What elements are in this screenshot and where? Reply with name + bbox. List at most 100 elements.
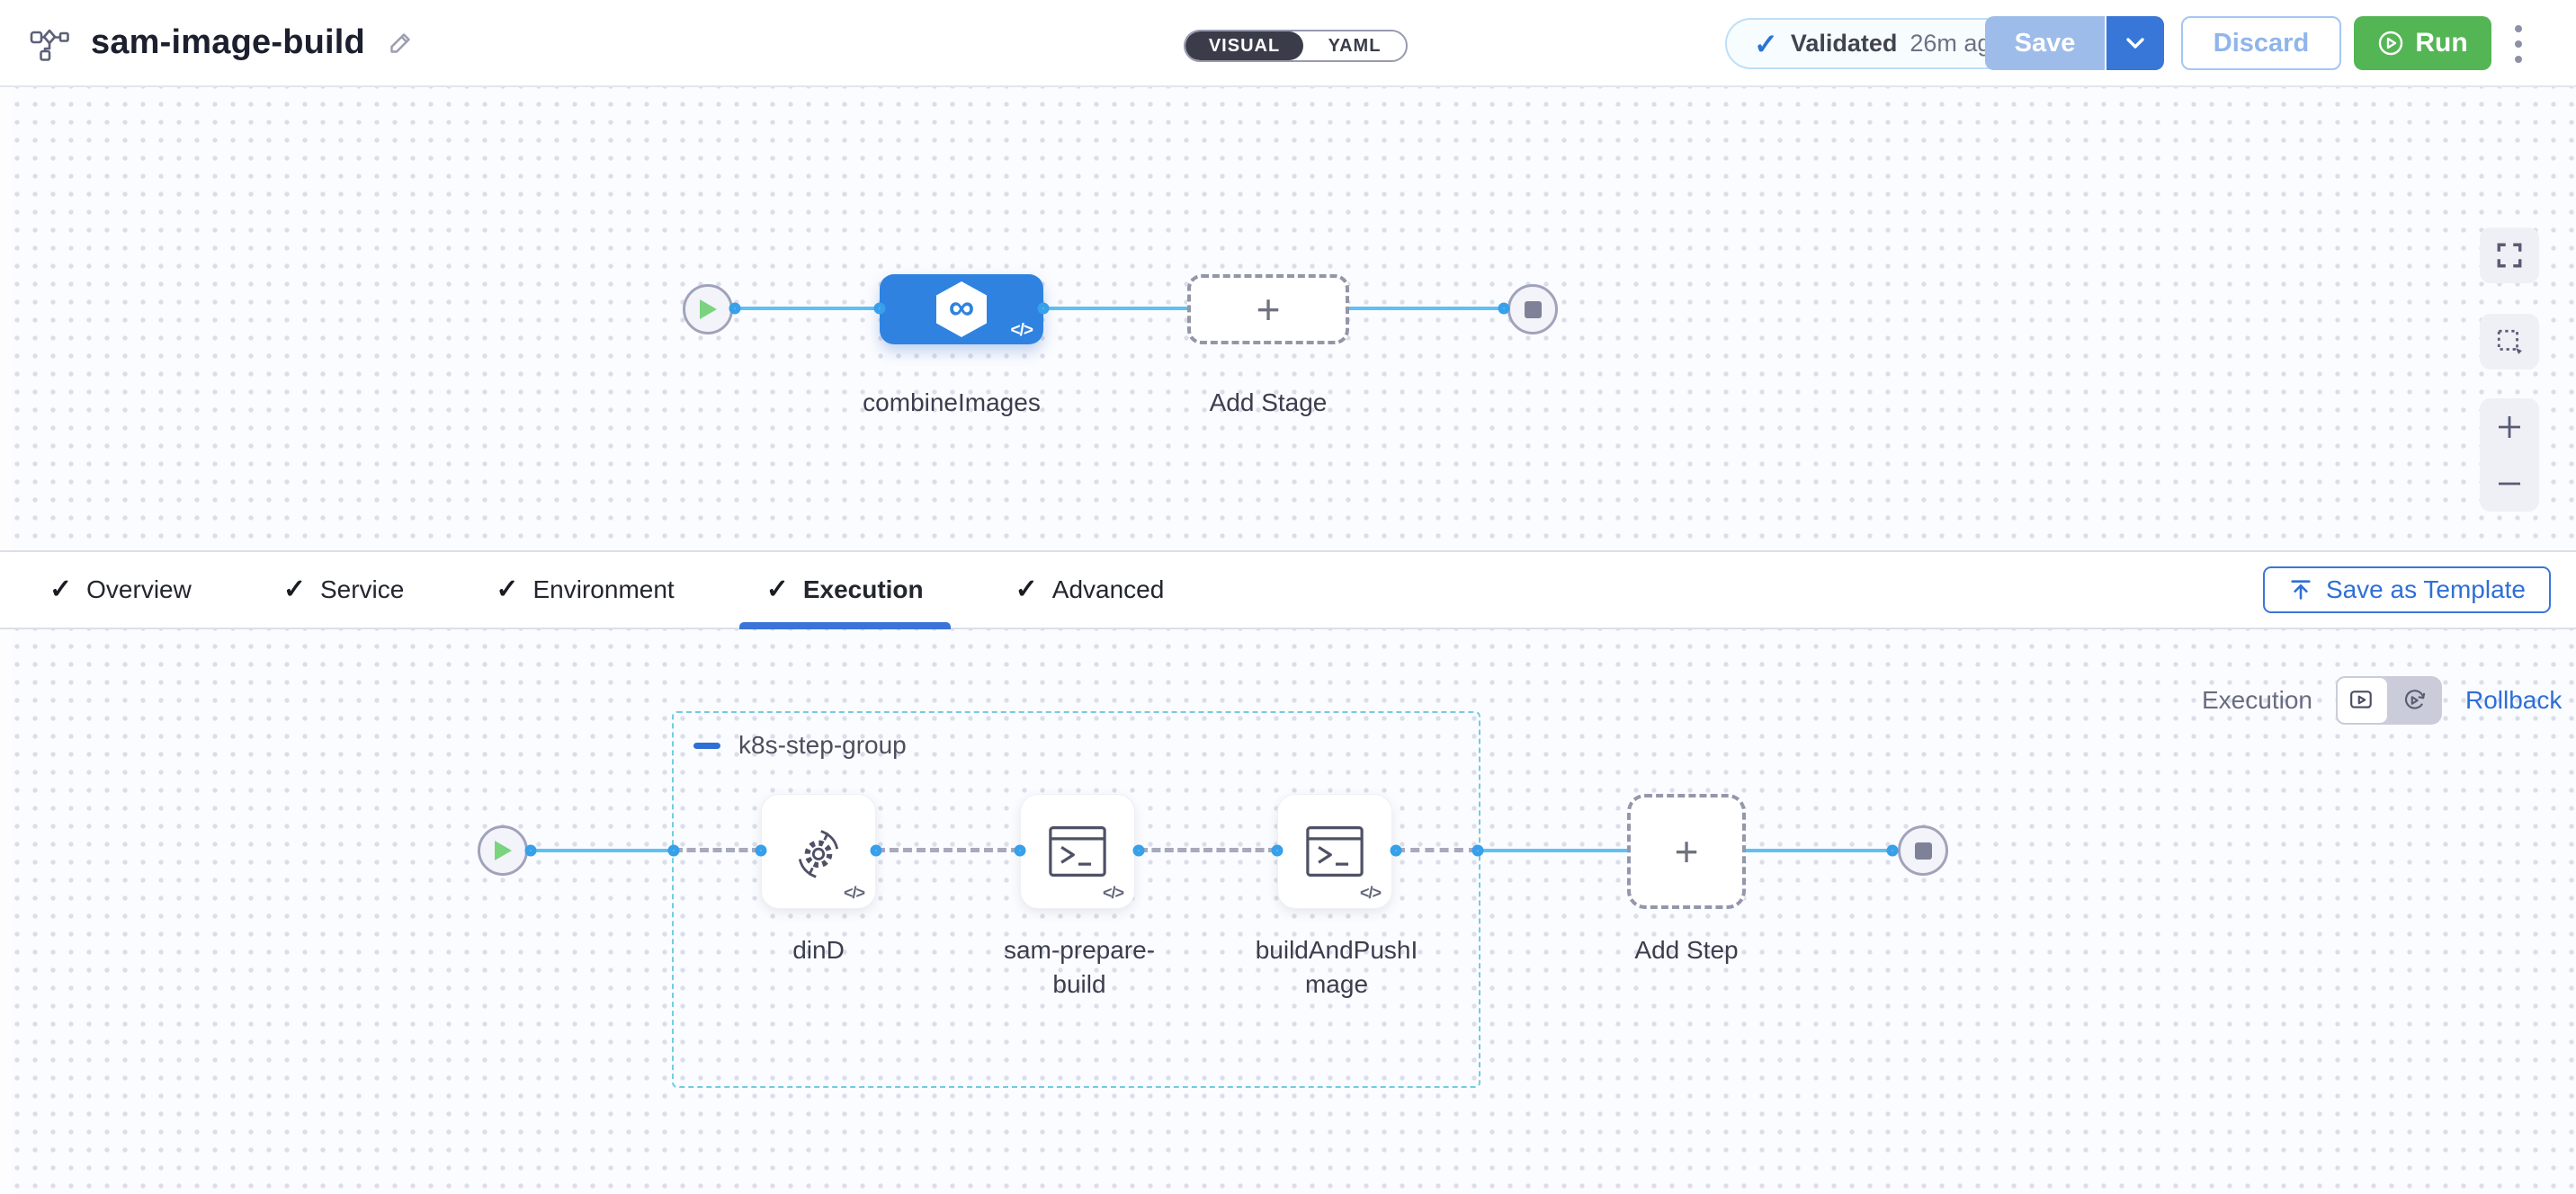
check-icon: ✓: [765, 575, 789, 604]
edit-title-button[interactable]: [387, 30, 414, 57]
play-icon: [495, 841, 512, 860]
stage-canvas[interactable]: ∞ </> + combineImages Add Stage: [0, 87, 2576, 550]
connector-port: [1132, 844, 1145, 857]
save-options-button[interactable]: [2105, 16, 2164, 70]
add-stage-label: Add Stage: [1209, 388, 1328, 416]
step-node-sam-prepare-build[interactable]: </>: [1020, 794, 1135, 909]
pipeline-start-node: [683, 284, 733, 334]
connector-port: [729, 302, 741, 315]
execution-canvas[interactable]: Execution Rollback: [0, 629, 2576, 1194]
stage-label: combineImages: [863, 388, 1041, 416]
execution-start-node: [478, 825, 528, 876]
add-step-label: Add Step: [1634, 936, 1739, 964]
exec-wire-dashed: [876, 848, 1020, 852]
chevron-down-icon: [2125, 37, 2145, 49]
canvas-edge: [0, 87, 12, 550]
tab-advanced[interactable]: ✓ Advanced: [988, 552, 1192, 628]
stage-tabs: ✓ Overview ✓ Service ✓ Environment ✓ Exe…: [0, 550, 2576, 629]
execution-end-node: [1898, 825, 1948, 876]
connector-port: [1390, 844, 1402, 857]
rollback-mode-button[interactable]: [2389, 676, 2442, 725]
save-as-template-button[interactable]: Save as Template: [2262, 566, 2551, 613]
tab-service[interactable]: ✓ Service: [256, 552, 432, 628]
add-step-button[interactable]: +: [1627, 794, 1746, 909]
connector-port: [873, 302, 886, 315]
step-label: buildAndPushImage: [1255, 936, 1418, 998]
custom-stage-icon: ∞: [936, 281, 987, 337]
connector-port: [1014, 844, 1026, 857]
canvas-edge: [0, 629, 12, 1194]
add-stage-button[interactable]: +: [1187, 274, 1349, 344]
save-button[interactable]: Save: [1985, 16, 2105, 70]
exec-wire-dashed: [1396, 848, 1478, 852]
connector-port: [524, 844, 537, 857]
multi-select-button[interactable]: [2480, 314, 2539, 370]
execution-rollback-toggle: [2335, 676, 2442, 725]
execution-mode-button[interactable]: [2335, 676, 2389, 725]
connector-port: [755, 844, 767, 857]
save-split-button: Save: [1985, 16, 2164, 70]
pipeline-icon: [30, 25, 69, 61]
execution-steps-icon: [2350, 691, 2373, 708]
discard-button[interactable]: Discard: [2181, 16, 2341, 70]
tab-environment[interactable]: ✓ Environment: [469, 552, 701, 628]
execution-mode-label: Execution: [2202, 686, 2312, 714]
connector-port: [1886, 844, 1899, 857]
pipeline-end-node: [1507, 284, 1558, 334]
step-node-dind[interactable]: </>: [761, 794, 876, 909]
check-icon: ✓: [49, 575, 73, 604]
validation-label: Validated: [1790, 30, 1898, 57]
step-node-buildandpushimage[interactable]: </>: [1277, 794, 1392, 909]
toggle-yaml[interactable]: YAML: [1303, 31, 1406, 60]
connector-port: [870, 844, 882, 857]
zoom-out-icon: [2499, 482, 2520, 485]
toggle-visual[interactable]: VISUAL: [1185, 31, 1304, 60]
exec-wire-dashed: [674, 848, 761, 852]
more-options-button[interactable]: [2506, 23, 2531, 65]
terminal-icon: [1306, 826, 1364, 877]
terminal-icon: [1049, 826, 1106, 877]
fullscreen-button[interactable]: [2480, 227, 2539, 283]
tab-overview[interactable]: ✓ Overview: [22, 552, 219, 628]
step-group-box[interactable]: [672, 711, 1480, 1088]
collapse-group-icon[interactable]: [693, 742, 720, 749]
docker-dind-icon: [798, 830, 839, 878]
step-group-name: k8s-step-group: [738, 731, 907, 759]
page-title: sam-image-build: [91, 23, 365, 61]
code-badge-icon: </>: [1010, 321, 1034, 340]
connector-port: [1498, 302, 1510, 315]
zoom-out-button[interactable]: [2480, 455, 2539, 512]
visual-yaml-toggle: VISUAL YAML: [1184, 30, 1408, 62]
run-button[interactable]: Run: [2354, 16, 2491, 70]
stage-node-combineimages[interactable]: ∞ </>: [880, 274, 1043, 344]
run-play-icon: [2377, 30, 2404, 57]
marquee-select-icon: [2497, 329, 2522, 354]
zoom-in-icon: [2499, 415, 2520, 438]
step-label: dinD: [792, 936, 845, 964]
pencil-icon: [387, 30, 414, 57]
header: sam-image-build VISUAL YAML ✓ Validated …: [0, 0, 2576, 87]
stage-wire: [729, 307, 1504, 310]
zoom-in-button[interactable]: [2480, 398, 2539, 455]
rollback-link[interactable]: Rollback: [2464, 686, 2563, 714]
stop-icon: [1914, 842, 1932, 860]
check-icon: ✓: [496, 575, 519, 604]
zoom-controls: [2480, 398, 2539, 512]
exec-wire: [527, 849, 674, 852]
plus-icon: +: [1256, 286, 1281, 333]
plus-icon: +: [1674, 828, 1699, 875]
play-icon: [700, 299, 717, 319]
check-icon: ✓: [1015, 575, 1038, 604]
upload-icon: [2288, 577, 2313, 602]
tab-execution[interactable]: ✓ Execution: [738, 552, 951, 629]
connector-port: [1037, 302, 1050, 315]
code-badge-icon: </>: [1102, 884, 1124, 902]
check-icon: ✓: [1754, 27, 1778, 60]
rollback-icon: [2405, 690, 2426, 709]
connector-port: [1271, 844, 1284, 857]
connector-port: [667, 844, 680, 857]
run-label: Run: [2415, 28, 2468, 58]
fullscreen-icon: [2497, 243, 2522, 268]
step-group-header: k8s-step-group: [693, 731, 907, 760]
